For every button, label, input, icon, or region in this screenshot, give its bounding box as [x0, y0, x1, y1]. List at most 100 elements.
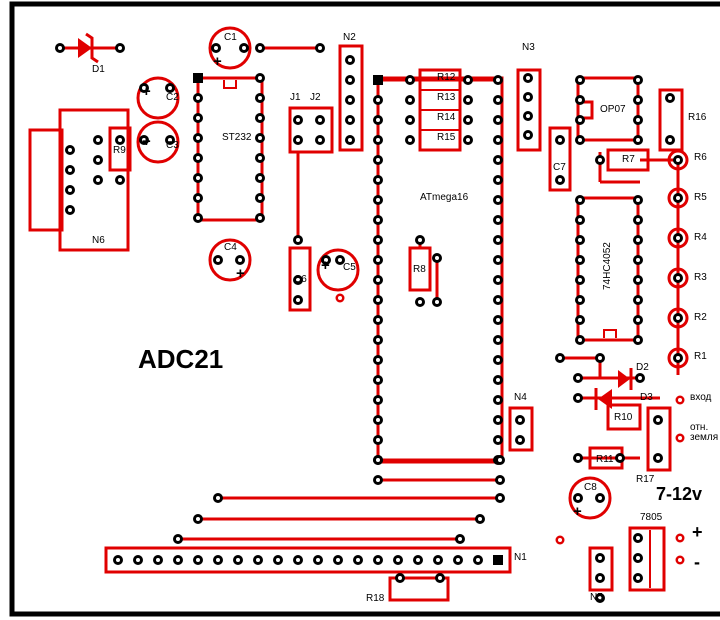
pad-hole — [58, 46, 62, 50]
pad-hole — [142, 138, 146, 142]
label-d3: D3 — [640, 392, 653, 403]
pad-hole — [636, 576, 640, 580]
pad-hole — [396, 558, 400, 562]
pad-hole — [96, 158, 100, 162]
pad-hole — [376, 118, 380, 122]
pad-hole — [526, 76, 530, 80]
pad-hole — [496, 158, 500, 162]
label-c5: C5 — [343, 262, 356, 273]
component-outlines — [28, 26, 684, 602]
pad-hole — [636, 218, 640, 222]
pad-hole — [296, 278, 300, 282]
pad-hole — [398, 576, 402, 580]
pad-hole — [496, 418, 500, 422]
pad-hole — [348, 118, 352, 122]
pad-hole — [116, 558, 120, 562]
pad-hole — [598, 556, 602, 560]
pad-hole — [376, 438, 380, 442]
pad-hole — [496, 118, 500, 122]
pad-hole — [496, 178, 500, 182]
pad-hole — [496, 238, 500, 242]
pad-hole — [636, 118, 640, 122]
pad-hole — [256, 558, 260, 562]
pad-hole — [376, 298, 380, 302]
label-r4: R4 — [694, 232, 707, 243]
pad-hole — [636, 338, 640, 342]
pad-hole — [176, 558, 180, 562]
pad-hole — [496, 198, 500, 202]
pad-hole — [348, 138, 352, 142]
pad-hole — [216, 558, 220, 562]
pad-hole — [458, 537, 462, 541]
chip-label-atmega16: ATmega16 — [420, 192, 469, 203]
pad-hole — [578, 78, 582, 82]
pad-hole — [408, 78, 412, 82]
pad-hole — [376, 138, 380, 142]
pad-hole — [678, 558, 682, 562]
pad-hole — [408, 118, 412, 122]
pad-hole — [558, 356, 562, 360]
pad-hole — [676, 158, 680, 162]
board-outline — [9, 1, 720, 617]
label-n3: N3 — [522, 42, 535, 53]
pad-hole — [496, 218, 500, 222]
pad-hole — [598, 356, 602, 360]
pad-hole — [276, 558, 280, 562]
pad-hole — [678, 536, 682, 540]
pad-hole — [578, 258, 582, 262]
resistor-ring-pad — [667, 187, 689, 209]
pad-hole — [598, 596, 602, 600]
pad-hole — [258, 76, 262, 80]
pad-hole — [236, 558, 240, 562]
c4-polarity-mark: + — [236, 265, 245, 282]
pad-hole — [242, 46, 246, 50]
pad-hole — [496, 78, 500, 82]
pad-hole — [636, 318, 640, 322]
label-n2: N2 — [343, 32, 356, 43]
pad-hole — [68, 208, 72, 212]
pad-hole — [676, 316, 680, 320]
resistor-ring-pad — [667, 149, 689, 171]
resistor-ring-pad — [667, 347, 689, 369]
terminal-input-label: вход — [690, 392, 712, 403]
pad-hole — [496, 278, 500, 282]
pad-hole — [435, 256, 439, 260]
pad-hole — [68, 188, 72, 192]
pad-hole — [578, 318, 582, 322]
pad-hole — [196, 116, 200, 120]
pad-hole — [466, 118, 470, 122]
pad-hole — [576, 496, 580, 500]
pad-hole — [518, 418, 522, 422]
pad-hole — [558, 178, 562, 182]
label-c8: C8 — [584, 482, 597, 493]
pad-hole — [118, 138, 122, 142]
label-n4: N4 — [514, 392, 527, 403]
pad-hole — [258, 46, 262, 50]
c8-polarity-mark: + — [573, 503, 582, 520]
polarity-marks: + + + + + + — [142, 53, 582, 520]
pad-hole — [576, 396, 580, 400]
c5-polarity-mark: + — [321, 257, 330, 274]
pad-hole — [526, 133, 530, 137]
label-n6: N6 — [92, 235, 105, 246]
pad-hole — [96, 178, 100, 182]
pad-hole — [466, 138, 470, 142]
mux-notch — [603, 329, 617, 338]
pad-hole — [676, 236, 680, 240]
pad-hole — [636, 78, 640, 82]
label-r11: R11 — [596, 454, 614, 465]
pad-hole — [258, 156, 262, 160]
resistor-ring-pad — [667, 227, 689, 249]
solder-pads — [55, 43, 689, 603]
pad-hole — [496, 318, 500, 322]
pad-hole — [578, 138, 582, 142]
pad-hole — [656, 418, 660, 422]
label-r12: R12 — [437, 72, 456, 83]
label-r16: R16 — [688, 112, 707, 123]
label-c7: C7 — [553, 162, 566, 173]
pad-hole — [496, 258, 500, 262]
pad-hole — [318, 138, 322, 142]
label-r1: R1 — [694, 351, 707, 362]
pad-hole — [518, 438, 522, 442]
